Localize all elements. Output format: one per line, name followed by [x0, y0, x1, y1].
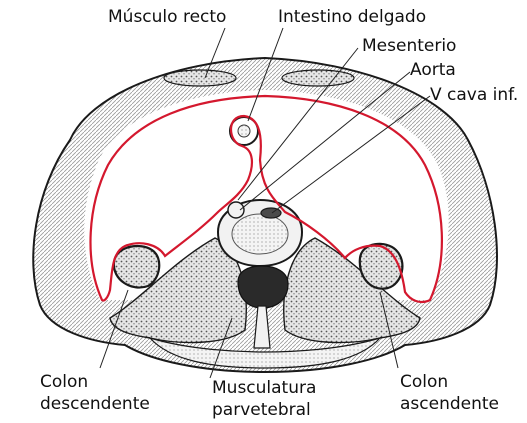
label-musculo-recto: Músculo recto: [108, 7, 226, 27]
label-musculatura-line2: parvetebral: [212, 400, 311, 420]
colon-ascendente-shape: [358, 242, 404, 290]
spinal-canal: [237, 265, 289, 309]
leader-v-cava: [271, 95, 431, 214]
label-aorta: Aorta: [410, 60, 456, 80]
label-intestino-delgado: Intestino delgado: [278, 7, 426, 27]
peritoneum-line: [89, 94, 443, 304]
label-v-cava-inf: V cava inf.: [430, 85, 518, 105]
aorta-vessel: [227, 201, 245, 219]
rectus-muscle-left: [163, 69, 237, 87]
vena-cava-vessel: [260, 207, 282, 219]
intestino-delgado-lumen: [237, 124, 251, 138]
vertebral-body-inner: [231, 213, 289, 255]
leader-musculatura: [209, 317, 233, 379]
rectus-muscle-right: [281, 69, 355, 87]
label-colon-descendente-line1: Colon: [40, 372, 88, 392]
label-musculatura-line1: Musculatura: [212, 378, 316, 398]
colon-descendente-shape: [112, 244, 161, 289]
paravertebral-muscle-left: [109, 237, 247, 344]
label-colon-descendente-line2: descendente: [40, 394, 150, 414]
label-colon-ascendente-line2: ascendente: [400, 394, 499, 414]
leader-aorta: [239, 71, 411, 211]
spinous-process: [253, 305, 271, 349]
leader-colon-descendente: [99, 289, 129, 369]
leader-musculo-recto: [204, 27, 226, 79]
leader-colon-ascendente: [379, 291, 399, 369]
leader-intestino-delgado: [247, 27, 284, 122]
label-mesenterio: Mesenterio: [362, 36, 456, 56]
leader-mesenterio: [237, 47, 359, 201]
label-colon-ascendente-line1: Colon: [400, 372, 448, 392]
